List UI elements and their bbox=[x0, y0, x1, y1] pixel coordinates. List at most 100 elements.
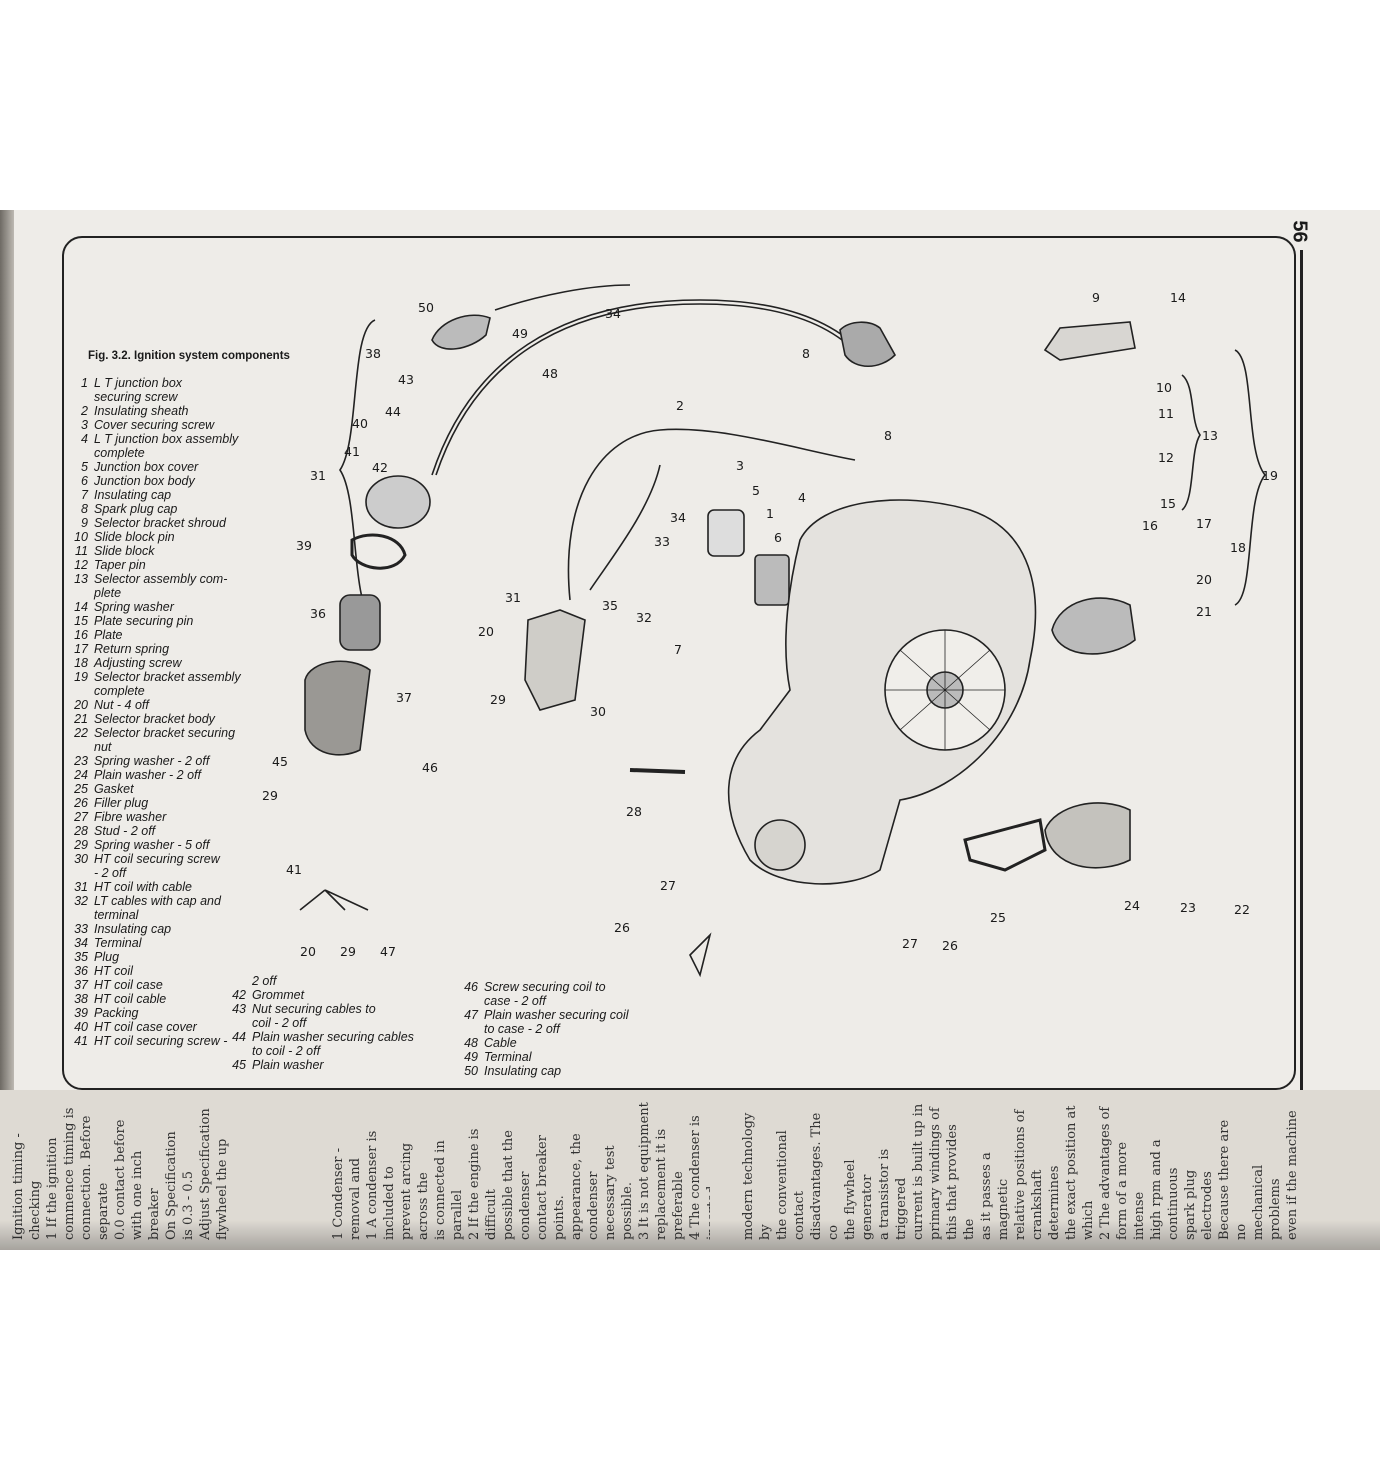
facing-page-line: commence timing is bbox=[62, 1107, 77, 1240]
legend-text: complete bbox=[94, 684, 145, 698]
callout-8b: 8 bbox=[884, 428, 892, 443]
coil-case-cover-40 bbox=[365, 475, 431, 529]
legend-number: 25 bbox=[74, 782, 88, 796]
callout-26b: 26 bbox=[942, 938, 958, 953]
legend-number: 6 bbox=[81, 474, 88, 488]
legend-number: 48 bbox=[464, 1036, 478, 1050]
callout-34: 34 bbox=[605, 306, 621, 321]
callout-37: 37 bbox=[396, 690, 412, 705]
legend-number: 1 bbox=[81, 376, 88, 390]
diagram-linework bbox=[299, 284, 1267, 978]
callout-29: 29 bbox=[490, 692, 506, 707]
legend-number: 28 bbox=[74, 824, 88, 838]
facing-page-line: contact breaker points. bbox=[535, 1135, 567, 1240]
facing-page-line: On Specification bbox=[164, 1131, 179, 1240]
legend-number: 40 bbox=[74, 1020, 88, 1034]
facing-page-line: even if the machine bbox=[1285, 1110, 1300, 1240]
cable-48 bbox=[494, 284, 631, 311]
legend-number: 43 bbox=[232, 1002, 246, 1016]
legend-number: 34 bbox=[74, 936, 88, 950]
flywheel-fins bbox=[885, 630, 1005, 750]
facing-page-line: 0.0 contact before bbox=[113, 1119, 128, 1240]
legend-entry: 16 Plate bbox=[40, 628, 241, 642]
legend-number: 12 bbox=[74, 558, 88, 572]
page-rule bbox=[1300, 250, 1303, 1100]
facing-page-line: the flywheel generator bbox=[843, 1159, 875, 1240]
facing-page-line: is 0.3 - 0.5 bbox=[181, 1171, 196, 1240]
callout-labels: 50 49 34 48 38 8 9 14 43 44 40 41 42 31 … bbox=[262, 290, 1278, 959]
callout-28: 28 bbox=[626, 804, 642, 819]
facing-page-line: prevent arcing across the bbox=[399, 1142, 431, 1240]
facing-page-line: Because there are no bbox=[1217, 1119, 1249, 1240]
facing-page-line: crankshaft determines bbox=[1030, 1165, 1062, 1240]
gasket-25 bbox=[963, 818, 1047, 872]
callout-50: 50 bbox=[418, 300, 434, 315]
facing-page-line: mechanical problems bbox=[1251, 1164, 1283, 1240]
legend-entry: to coil - 2 off bbox=[226, 1044, 414, 1058]
legend-number: 7 bbox=[81, 488, 88, 502]
legend-text: HT coil cable bbox=[94, 992, 167, 1006]
brace-31 bbox=[339, 319, 376, 621]
stud-28 bbox=[629, 768, 686, 774]
legend-number: 16 bbox=[74, 628, 88, 642]
legend-text: 2 off bbox=[252, 974, 277, 988]
selector-shroud-9 bbox=[1043, 321, 1136, 361]
book-page: 56 bbox=[0, 210, 1380, 1250]
legend-number: 29 bbox=[74, 838, 88, 852]
legend-text: HT coil securing screw - bbox=[94, 1034, 228, 1048]
legend-number: 38 bbox=[74, 992, 88, 1006]
spark-plug-cap-8 bbox=[839, 321, 896, 367]
legend-text: Plain washer securing cables bbox=[252, 1030, 414, 1044]
engine-casing bbox=[727, 499, 1037, 885]
packing-39 bbox=[350, 533, 407, 570]
book-photo: 56 bbox=[0, 210, 1380, 1250]
callout-31: 31 bbox=[310, 468, 326, 483]
callout-18: 18 bbox=[1230, 540, 1246, 555]
legend-text: Gasket bbox=[94, 782, 134, 796]
callout-9: 9 bbox=[1092, 290, 1100, 305]
callout-43: 43 bbox=[398, 372, 414, 387]
legend-text: Selector bracket body bbox=[94, 712, 215, 726]
callout-23: 23 bbox=[1180, 900, 1196, 915]
callout-34b: 34 bbox=[670, 510, 686, 525]
callout-4: 4 bbox=[798, 490, 806, 505]
figure-frame bbox=[62, 236, 1296, 1090]
facing-page-line: modern technology by bbox=[741, 1112, 773, 1240]
facing-page-line: Ignition timing - checking bbox=[11, 1133, 43, 1240]
legend-text: plete bbox=[94, 586, 122, 600]
facing-page-line: relative positions of bbox=[1013, 1109, 1028, 1240]
facing-page-line: current is built up in bbox=[911, 1103, 926, 1240]
legend-number: 19 bbox=[74, 670, 88, 684]
legend-text: Plain washer bbox=[252, 1058, 324, 1072]
legend-number: 42 bbox=[232, 988, 246, 1002]
legend-text: Selector assembly com- bbox=[94, 572, 228, 586]
callout-48: 48 bbox=[542, 366, 558, 381]
legend-text: Junction box body bbox=[94, 474, 195, 488]
facing-page-line: primary windings of bbox=[928, 1107, 943, 1240]
facing-page-column-right: modern technology bythe conventional con… bbox=[740, 1100, 1300, 1240]
facing-page-line: 4 The condenser is inserted bbox=[688, 1115, 710, 1240]
facing-page-line: 3 It is not equipment bbox=[637, 1102, 652, 1240]
legend-text: terminal bbox=[94, 908, 139, 922]
callout-44: 44 bbox=[385, 404, 401, 419]
facing-page-line: connection. Before separate bbox=[79, 1115, 111, 1240]
legend-entry: 2 off bbox=[226, 974, 414, 988]
callout-31b: 31 bbox=[505, 590, 521, 605]
callout-22: 22 bbox=[1234, 902, 1250, 917]
legend-entry: coil - 2 off bbox=[226, 1016, 414, 1030]
legend-number: 4 bbox=[81, 432, 88, 446]
legend-text: Plate bbox=[94, 628, 123, 642]
